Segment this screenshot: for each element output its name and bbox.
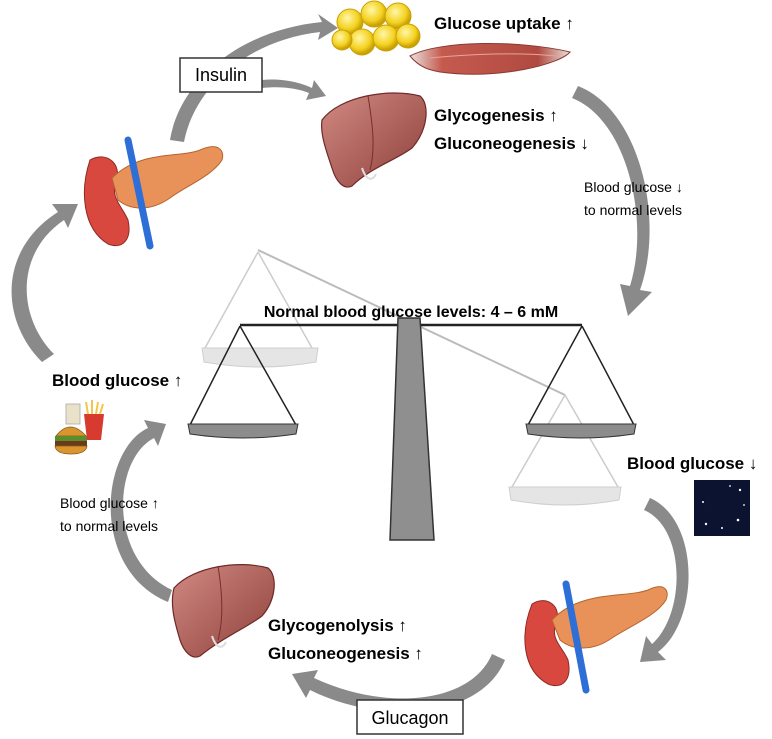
faded-left-pan-strings — [204, 251, 313, 349]
bg-down-normal-line2: to normal levels — [584, 202, 682, 218]
gluconeogenesis-down-label: Gluconeogenesis ↓ — [434, 134, 589, 153]
left-pan — [187, 423, 299, 439]
bg-up-normal-line1: Blood glucose ↑ — [60, 495, 159, 511]
blood-glucose-up-label: Blood glucose ↑ — [52, 371, 182, 390]
scale-title: Normal blood glucose levels: 4 – 6 mM — [264, 304, 558, 321]
arrow-bg-down-to-normal — [572, 86, 652, 316]
arrow-pancreas-to-liver — [292, 654, 505, 712]
bg-up-normal-line2: to normal levels — [60, 518, 158, 534]
liver-icon-top — [321, 92, 427, 188]
faded-left-pan — [201, 347, 319, 368]
liver-icon-bottom — [171, 564, 275, 658]
arrow-insulin-to-liver — [262, 79, 326, 100]
gluconeogenesis-up-label: Gluconeogenesis ↑ — [268, 644, 423, 663]
pancreas-icon-bottom — [524, 580, 668, 694]
muscle-icon — [409, 42, 571, 75]
insulin-box — [179, 57, 263, 93]
faded-right-pan — [508, 486, 622, 506]
glycogenesis-label: Glycogenesis ↑ — [434, 106, 558, 125]
left-pan-strings — [189, 325, 297, 426]
bg-down-normal-line1: Blood glucose ↓ — [584, 179, 683, 195]
blood-glucose-down-label: Blood glucose ↓ — [627, 454, 757, 473]
glucose-uptake-label: Glucose uptake ↑ — [434, 14, 574, 33]
pancreas-icon-top — [83, 136, 224, 250]
right-pan — [525, 423, 637, 439]
balance-scale-icon — [187, 249, 637, 541]
fast-food-icon — [54, 400, 104, 455]
arrow-bg-up-to-pancreas — [11, 204, 78, 362]
arrow-bg-down-to-pancreas — [640, 498, 689, 662]
scale-pillar — [389, 317, 435, 541]
glucagon-box — [356, 699, 464, 735]
fat-cells-icon — [331, 0, 421, 56]
cycle-arrows — [11, 14, 689, 712]
glucagon-label: Glucagon — [371, 708, 448, 728]
insulin-label: Insulin — [195, 65, 247, 85]
right-pan-strings — [527, 325, 635, 426]
glycogenolysis-label: Glycogenolysis ↑ — [268, 616, 407, 635]
night-sky-icon — [694, 480, 750, 536]
arrow-liver-to-normal — [110, 420, 172, 602]
faded-right-pan-strings — [511, 394, 619, 488]
